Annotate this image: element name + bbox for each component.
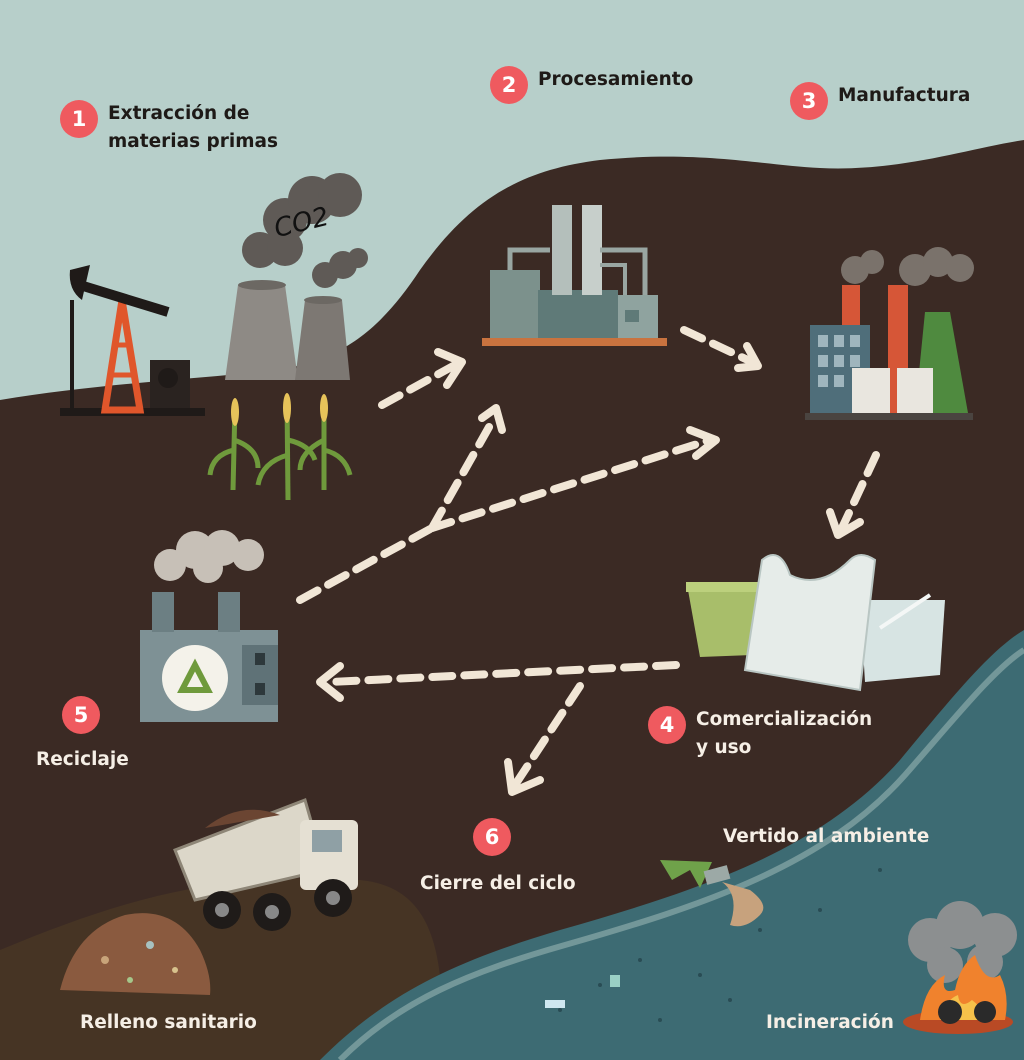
landfill-label: Relleno sanitario <box>80 1012 257 1033</box>
corn-tassels <box>231 393 328 426</box>
recycling-plant-icon <box>140 530 278 722</box>
arrow-use-to-closure <box>511 682 584 789</box>
step-4-label: Comercialización y uso <box>696 709 873 758</box>
floating-bottle-icon <box>545 1000 565 1008</box>
step-2: 2 Procesamiento <box>490 66 693 104</box>
step-6-label: Cierre del ciclo <box>420 873 576 894</box>
arrow-recycling-to-manufacture <box>428 436 714 532</box>
step-1-label: Extracción de materias primas <box>108 103 279 152</box>
step-3-badge: 3 <box>790 82 828 120</box>
river <box>320 630 1024 1060</box>
refinery-icon <box>482 205 667 346</box>
fire-icon <box>903 901 1017 1034</box>
arrow-processing-to-manufacture <box>680 326 756 366</box>
step-3: 3 Manufactura <box>790 82 970 120</box>
step-2-label: Procesamiento <box>538 69 694 90</box>
plastic-products-icon <box>686 554 945 692</box>
step-3-label: Manufactura <box>838 85 971 106</box>
step-1-badge: 1 <box>60 100 98 138</box>
step-4: 4 Comercialización y uso <box>648 706 872 762</box>
step-2-badge: 2 <box>490 66 528 104</box>
step-6-badge: 6 <box>473 818 511 856</box>
river-pollution <box>558 868 882 1022</box>
environment-label: Vertido al ambiente <box>723 826 930 847</box>
garbage-pile-icon <box>60 913 211 995</box>
factory-icon <box>805 247 974 420</box>
oil-pump-icon <box>60 265 205 416</box>
arrow-manufacture-to-use <box>838 451 880 532</box>
arrow-recycling-to-processing <box>428 416 497 532</box>
power-plant-icon <box>225 173 368 380</box>
floating-cup-icon <box>610 975 620 987</box>
step-5-badge: 5 <box>62 696 100 734</box>
step-4-badge: 4 <box>648 706 686 744</box>
dump-truck-icon <box>173 798 358 931</box>
drain-pipe-icon <box>660 860 764 927</box>
arrow-recycling-branch <box>296 524 436 604</box>
arrow-extraction-to-processing <box>378 361 459 409</box>
arrow-use-to-recycling <box>326 661 680 686</box>
step-1: 1 Extracción de materias primas <box>60 100 278 156</box>
flow-arrows <box>296 326 880 789</box>
step-5-label: Reciclaje <box>36 749 129 770</box>
incineration-label: Incineración <box>766 1012 894 1033</box>
arrow-heads <box>316 342 864 796</box>
